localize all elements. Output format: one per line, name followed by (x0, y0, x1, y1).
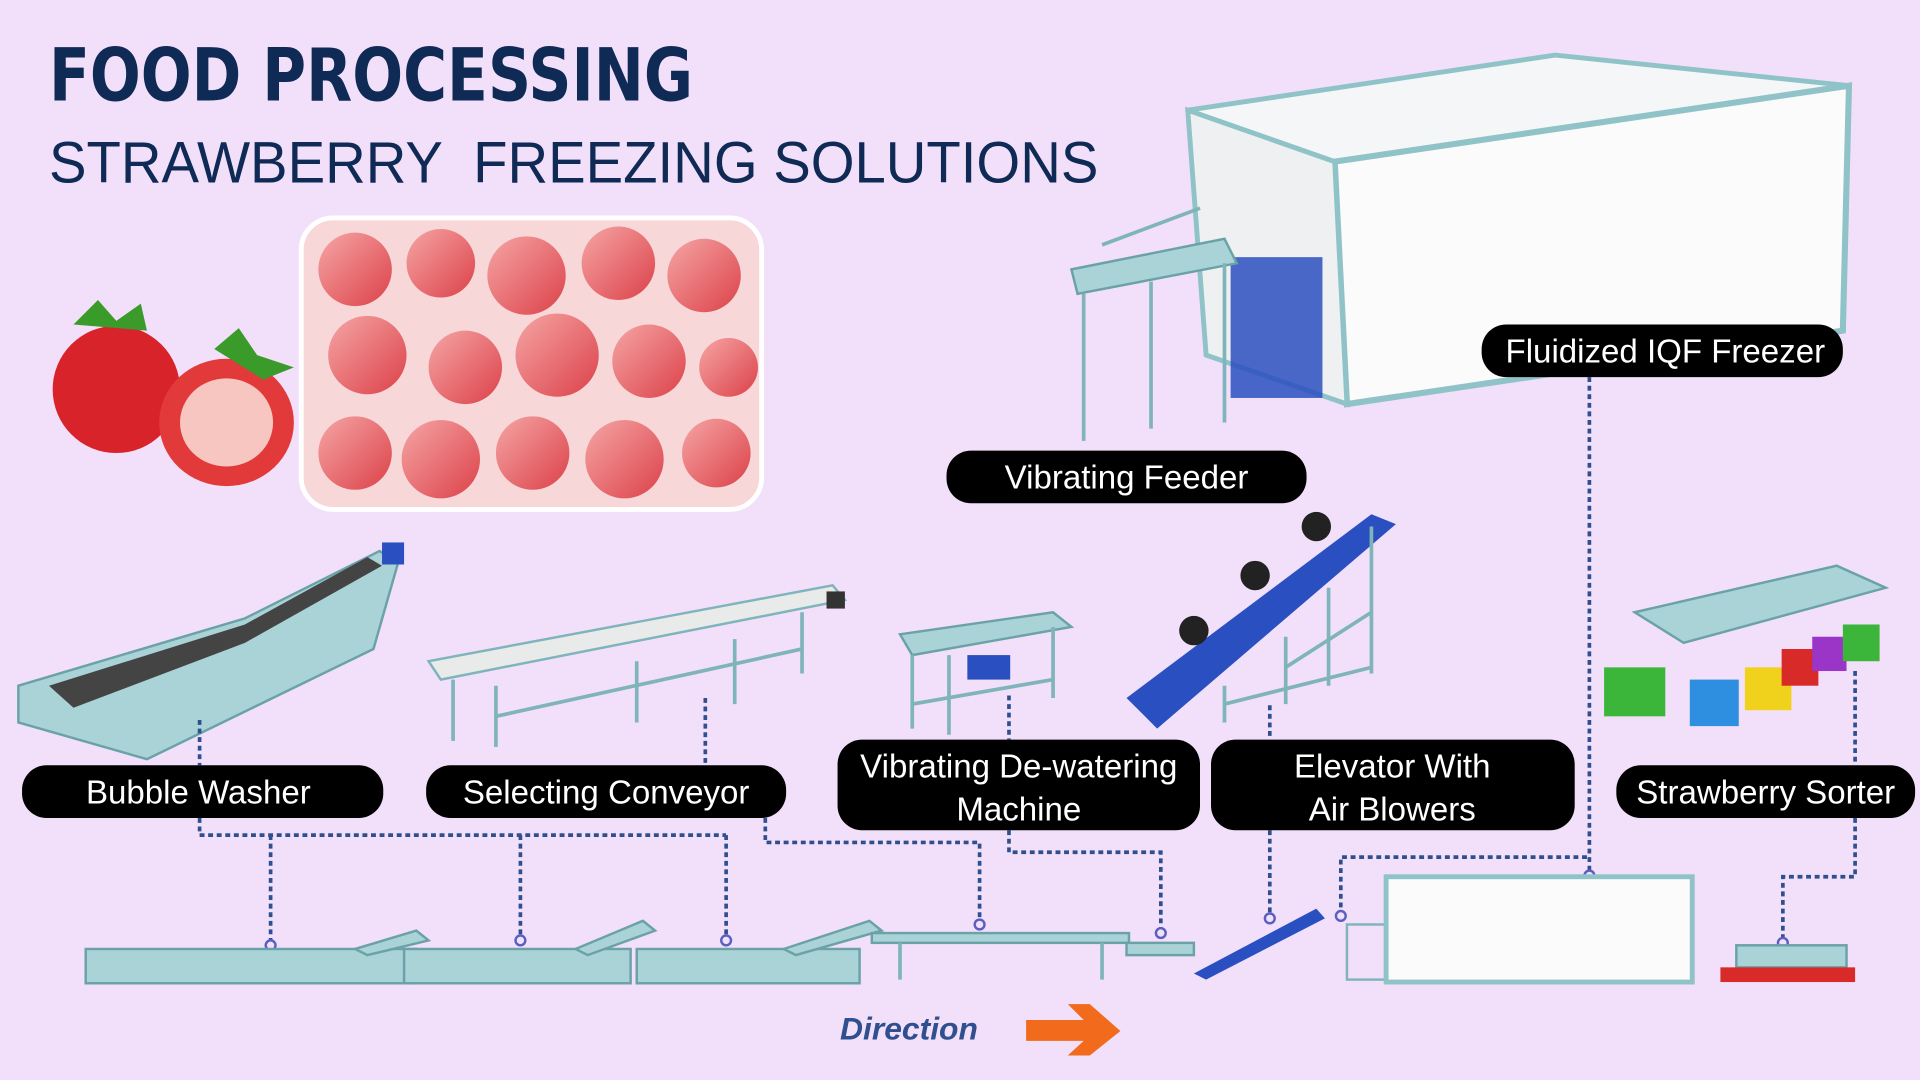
bubble-washer-image (17, 542, 405, 761)
title: FOOD PROCESSING (49, 33, 693, 118)
direction-label: Direction (840, 1011, 978, 1047)
svg-text:Vibrating Feeder: Vibrating Feeder (1005, 460, 1249, 497)
svg-text:Selecting Conveyor: Selecting Conveyor (463, 774, 750, 811)
svg-text:Vibrating De-watering: Vibrating De-watering (860, 749, 1177, 786)
strawberry-image (52, 300, 294, 487)
svg-text:Machine: Machine (956, 791, 1081, 828)
subtitle: STRAWBERRY FREEZING SOLUTIONS (49, 130, 1098, 195)
label-vibrating-feeder: Vibrating Feeder (946, 450, 1307, 504)
vibrating-dewatering-image (898, 610, 1075, 735)
label-bubble-washer: Bubble Washer (22, 765, 384, 818)
frozen-strawberries-photo (298, 215, 765, 512)
label-strawberry-sorter: Strawberry Sorter (1616, 765, 1916, 818)
selecting-conveyor-image (426, 583, 848, 747)
elevator-image (1126, 511, 1396, 729)
label-iqf-freezer: Fluidized IQF Freezer (1481, 324, 1843, 378)
label-elevator: Elevator With Air Blowers (1211, 739, 1575, 831)
svg-text:Air Blowers: Air Blowers (1309, 791, 1476, 828)
svg-text:Fluidized IQF Freezer: Fluidized IQF Freezer (1506, 333, 1826, 370)
label-vibrating-dewatering: Vibrating De-watering Machine (837, 739, 1200, 831)
production-line-image (84, 874, 1856, 985)
svg-text:Strawberry Sorter: Strawberry Sorter (1636, 774, 1895, 811)
iqf-freezer-image (1069, 52, 1853, 441)
direction-arrow-icon (1026, 1004, 1121, 1056)
label-selecting-conveyor: Selecting Conveyor (426, 765, 787, 818)
svg-text:Bubble Washer: Bubble Washer (86, 774, 311, 811)
strawberry-sorter-image (1604, 564, 1890, 727)
svg-text:Elevator With: Elevator With (1294, 749, 1491, 786)
